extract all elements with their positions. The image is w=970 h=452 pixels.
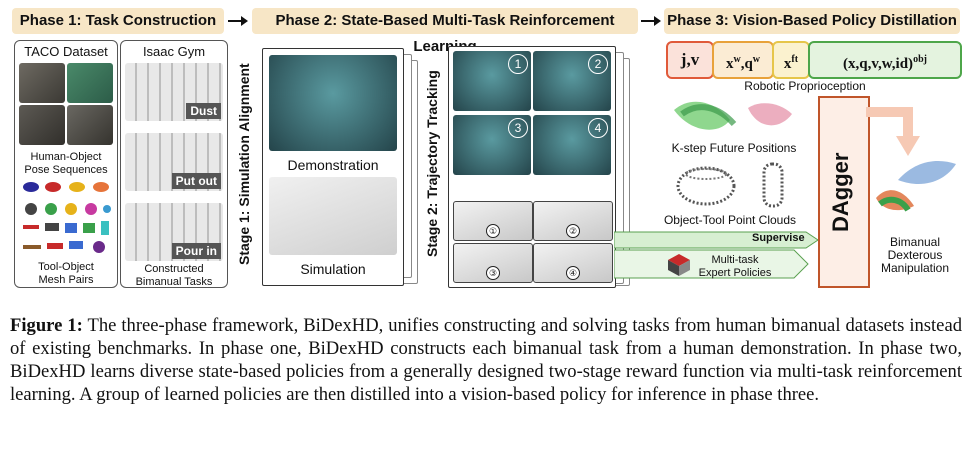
feature-obj-sup: obj bbox=[913, 54, 927, 65]
bimanual-visual bbox=[876, 161, 956, 212]
phase-arrow-2 bbox=[641, 16, 661, 26]
sim-num-1: ① bbox=[486, 224, 500, 238]
task-label-put-out: Put out bbox=[171, 173, 221, 189]
feature-xft-sup: ft bbox=[791, 54, 799, 65]
taco-photo-2 bbox=[67, 63, 113, 103]
caption-text: The three-phase framework, BiDexHD, unif… bbox=[10, 315, 962, 405]
track-num-1: 1 bbox=[508, 54, 528, 74]
simulation-label: Simulation bbox=[300, 261, 366, 277]
taco-photo-3 bbox=[19, 105, 65, 145]
stage2-label: Stage 2: Trajectory Tracking bbox=[424, 70, 440, 258]
pointclouds-label: Object-Tool Point Clouds bbox=[663, 213, 797, 227]
taco-panel: TACO Dataset Human-Object Pose Sequences… bbox=[14, 40, 118, 288]
proprio-label: Robotic Proprioception bbox=[744, 79, 866, 93]
human-object-label: Human-Object Pose Sequences bbox=[24, 151, 108, 176]
expert-policies-label: Multi-task Expert Policies bbox=[698, 254, 772, 279]
feature-obj-text: (x,q,v,w,id) bbox=[843, 56, 914, 72]
task-label-pour-in: Pour in bbox=[171, 243, 221, 259]
feature-q-sup: w bbox=[752, 54, 761, 65]
phase3-header: Phase 3: Vision-Based Policy Distillatio… bbox=[664, 8, 960, 34]
constructed-label: Constructed Bimanual Tasks bbox=[135, 263, 213, 288]
feature-x-sup: w bbox=[733, 54, 741, 65]
sim-photo-3: ③ bbox=[453, 243, 533, 283]
dagger-arrow bbox=[866, 107, 920, 156]
figure-caption: Figure 1: The three-phase framework, BiD… bbox=[10, 314, 962, 406]
feature-x-text: x bbox=[725, 56, 734, 72]
mesh-icons bbox=[23, 182, 111, 253]
isaac-title: Isaac Gym bbox=[142, 44, 206, 59]
track-num-2: 2 bbox=[588, 54, 608, 74]
isaac-task-1: Dust bbox=[125, 63, 223, 121]
supervise-label: Supervise bbox=[752, 232, 805, 244]
track-photo-3: 3 bbox=[453, 115, 531, 175]
tool-object-label: Tool-Object Mesh Pairs bbox=[38, 261, 94, 286]
taco-photo-4 bbox=[67, 105, 113, 145]
phase2-header: Phase 2: State-Based Multi-Task Reinforc… bbox=[252, 8, 638, 55]
isaac-task-3: Pour in bbox=[125, 203, 223, 261]
sim-photo-2: ② bbox=[533, 201, 613, 241]
taco-title: TACO Dataset bbox=[24, 44, 108, 59]
demonstration-photo bbox=[269, 55, 397, 151]
supervise-arrows bbox=[614, 231, 819, 279]
isaac-task-2: Put out bbox=[125, 133, 223, 191]
isaac-panel: Isaac Gym Dust Put out Pour in Construct… bbox=[120, 40, 228, 288]
track-photo-1: 1 bbox=[453, 51, 531, 111]
feature-xft-text: x bbox=[783, 56, 792, 72]
track-num-4: 4 bbox=[588, 118, 608, 138]
sim-photo-1: ① bbox=[453, 201, 533, 241]
feature-q-text: ,q bbox=[740, 56, 753, 72]
expert-policy-icon bbox=[668, 254, 690, 276]
feature-xw-qw: xw,qw bbox=[712, 41, 774, 79]
dagger-label: DAgger bbox=[828, 152, 853, 232]
sim-photo-4: ④ bbox=[533, 243, 613, 283]
simulation-photo bbox=[269, 177, 397, 255]
kstep-visual bbox=[674, 101, 792, 130]
pointcloud-visual bbox=[676, 162, 784, 208]
track-num-3: 3 bbox=[508, 118, 528, 138]
sim-num-2: ② bbox=[566, 224, 580, 238]
sim-num-3: ③ bbox=[486, 266, 500, 280]
bimanual-label: Bimanual Dexterous Manipulation bbox=[880, 235, 950, 275]
feature-jv: j,v bbox=[666, 41, 714, 79]
track-photo-4: 4 bbox=[533, 115, 611, 175]
stage1-label: Stage 1: Simulation Alignment bbox=[236, 63, 252, 265]
stage1-card: Demonstration Simulation bbox=[262, 48, 404, 286]
task-label-dust: Dust bbox=[186, 103, 221, 119]
caption-fig-label: Figure 1: bbox=[10, 315, 83, 336]
stage2-card: 1 2 3 4 ① ② ③ ④ bbox=[448, 46, 616, 288]
demonstration-label: Demonstration bbox=[287, 157, 379, 173]
taco-photo-1 bbox=[19, 63, 65, 103]
phase-arrow-1 bbox=[228, 16, 248, 26]
feature-jv-text: j,v bbox=[680, 50, 700, 69]
phase1-header: Phase 1: Task Construction bbox=[12, 8, 224, 34]
feature-xft: xft bbox=[772, 41, 810, 79]
feature-obj: (x,q,v,w,id)obj bbox=[808, 41, 962, 79]
dagger-block: DAgger bbox=[818, 96, 870, 288]
kstep-label: K-step Future Positions bbox=[671, 141, 797, 155]
track-photo-2: 2 bbox=[533, 51, 611, 111]
sim-num-4: ④ bbox=[566, 266, 580, 280]
